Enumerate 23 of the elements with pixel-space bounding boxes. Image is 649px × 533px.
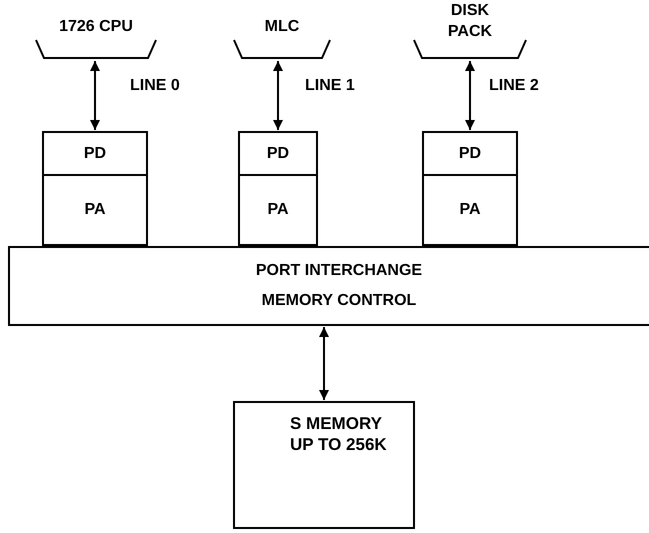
node-label: DISK PACK [446, 1, 494, 42]
node-label: PA [459, 200, 481, 220]
double-arrow [273, 61, 283, 130]
node-label: S MEMORY UP TO 256K [290, 413, 388, 455]
port-box [422, 176, 518, 246]
control-band [8, 246, 649, 326]
double-arrow [90, 61, 100, 130]
node-label: PORT INTERCHANGE MEMORY CONTROL [254, 261, 424, 311]
double-arrow [319, 327, 329, 400]
double-arrow [465, 61, 475, 130]
node-label: 1726 CPU [59, 17, 133, 37]
port-box [238, 131, 318, 176]
memory-box [233, 401, 415, 529]
node-label: PD [84, 144, 106, 164]
port-box [422, 131, 518, 176]
node-label: PD [458, 144, 482, 164]
node-label: PA [267, 200, 289, 220]
port-box [42, 131, 148, 176]
node-label: MLC [264, 17, 300, 37]
node-label: PA [84, 200, 106, 220]
port-box [238, 176, 318, 246]
node-label: PD [266, 144, 290, 164]
port-box [42, 176, 148, 246]
